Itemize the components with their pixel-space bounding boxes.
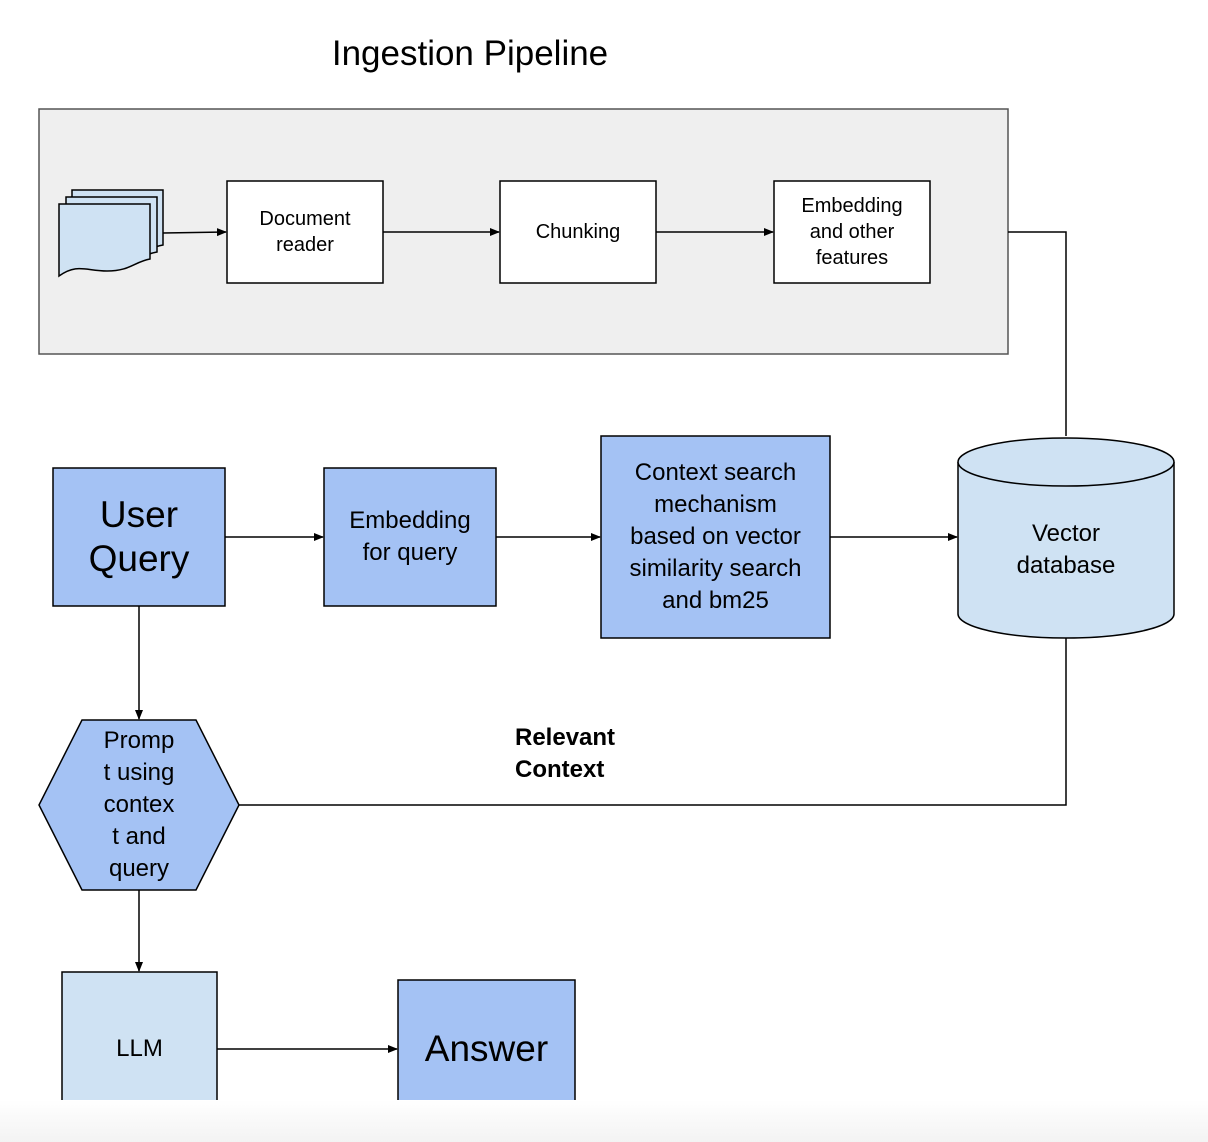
vector-database-cylinder xyxy=(957,437,1175,639)
embedding-features-box xyxy=(773,180,931,284)
connector-database-to-prompt xyxy=(239,638,1067,806)
embedding-query-box xyxy=(323,467,497,607)
documents-icon xyxy=(58,189,164,278)
page-title: Ingestion Pipeline xyxy=(331,34,609,73)
answer-box xyxy=(397,979,576,1119)
llm-box xyxy=(61,971,218,1126)
arrow-documents-to-reader xyxy=(162,228,227,237)
prompt-hexagon xyxy=(38,719,240,891)
context-search-box xyxy=(600,435,831,639)
document-reader-box xyxy=(226,180,384,284)
connector-panel-to-database xyxy=(1008,231,1067,436)
chunking-box xyxy=(499,180,657,284)
user-query-box xyxy=(52,467,226,607)
